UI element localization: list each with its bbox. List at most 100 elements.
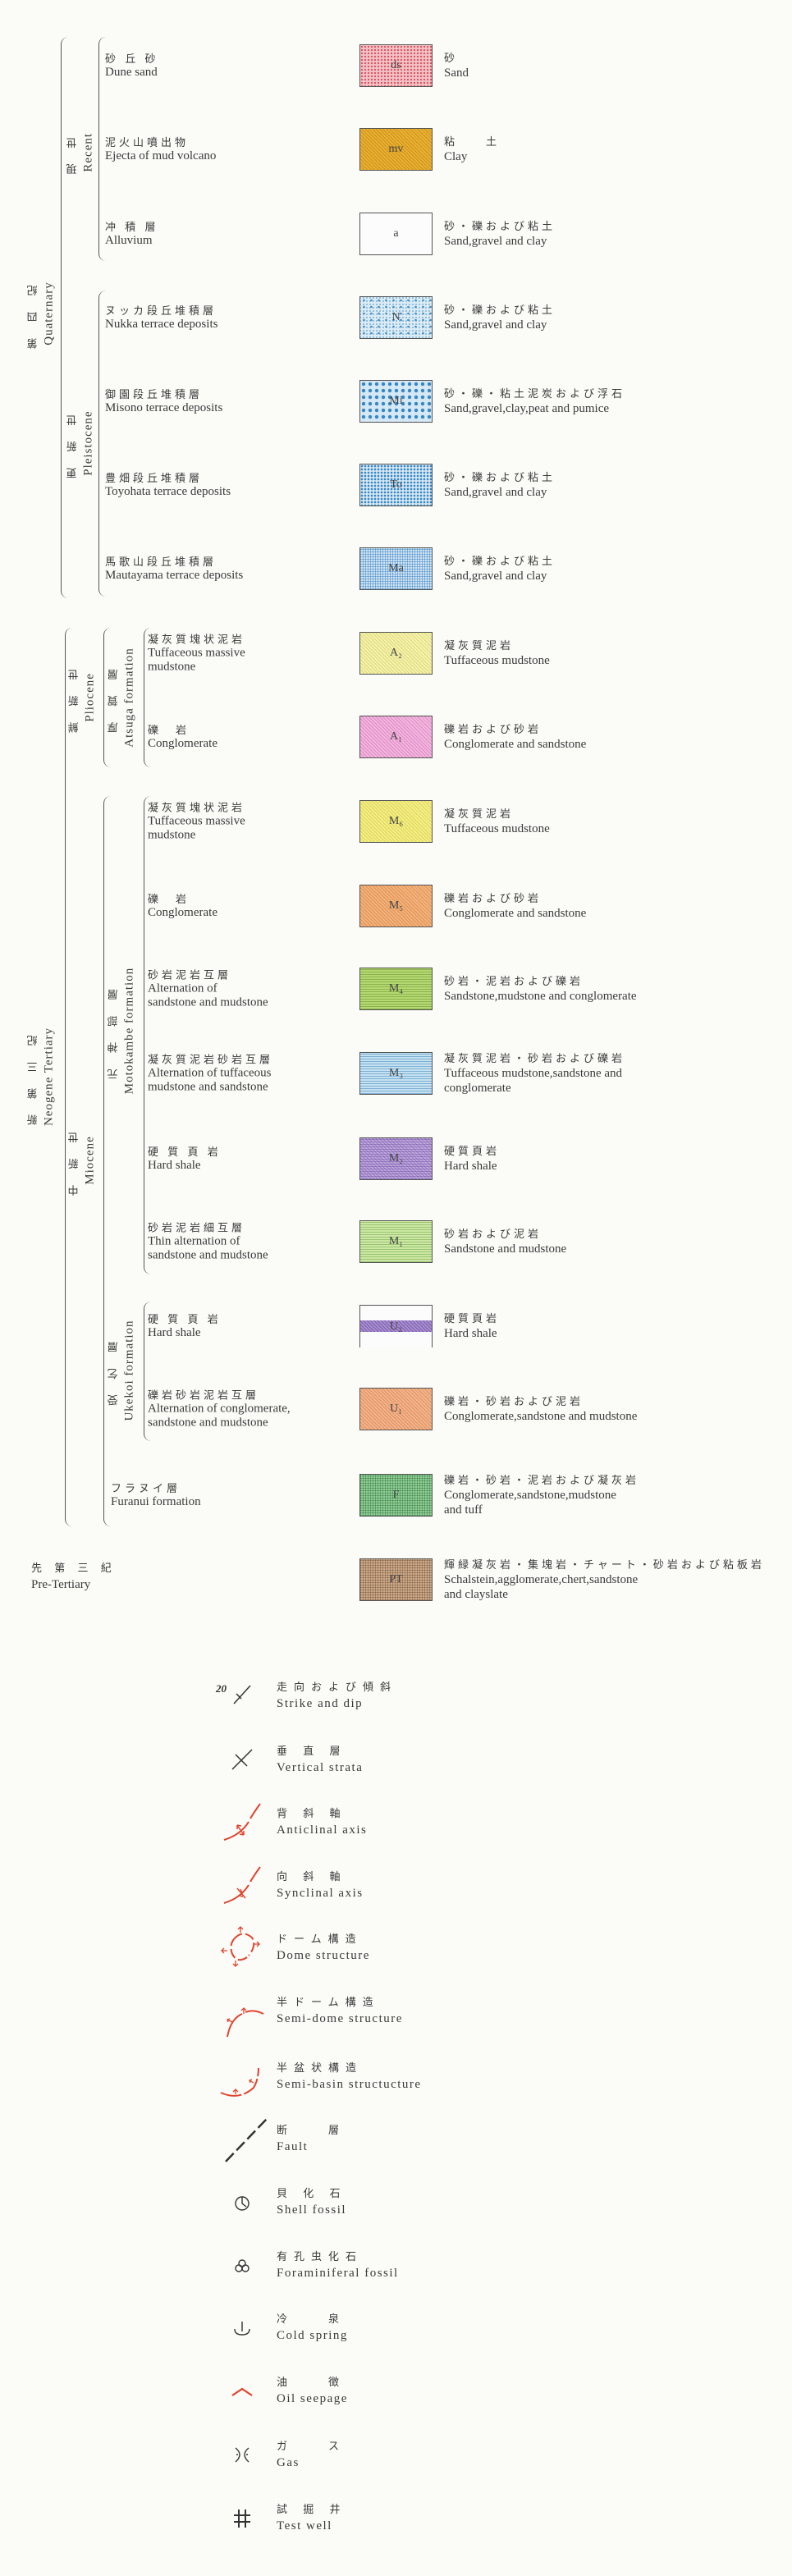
lithology-jp: 凝灰質泥岩 <box>444 808 515 820</box>
unit-symbol: PT <box>389 1573 403 1585</box>
unit-name-en: Conglomerate <box>148 737 217 750</box>
unit-name-en: Hard shale <box>148 1326 201 1339</box>
unit-name-jp: 凝灰質泥岩砂岩互層 <box>148 1053 274 1066</box>
symbol-description: 貝 化 石 Shell fossil <box>277 2185 347 2218</box>
unit-name-en: Ejecta of mud volcano <box>105 149 217 162</box>
anticlinal-axis-icon <box>223 1803 261 1841</box>
unit-name-en: sandstone and mudstone <box>148 1416 268 1430</box>
unit-symbol: M₁ <box>388 1235 404 1247</box>
atsuga-en: Atsuga formation <box>122 647 136 748</box>
unit-name-jp: 御園段丘堆積層 <box>105 388 204 400</box>
unit-name-jp: 礫 岩 <box>148 724 190 736</box>
unit-name-jp: 泥火山噴出物 <box>105 136 190 149</box>
lithology-description: 凝灰質泥岩 Tuffaceous mudstone <box>444 807 789 836</box>
symbol-jp: 向 斜 軸 <box>277 1870 347 1883</box>
unit-symbol: Ma <box>388 562 404 574</box>
hard-shale-band <box>360 1320 432 1332</box>
lithology-jp: 礫岩・砂岩および泥岩 <box>444 1395 584 1407</box>
lithology-en: Sand <box>444 66 469 80</box>
symbol-en: Dome structure <box>277 1949 370 1962</box>
unit-name-jp: 硬 質 頁 岩 <box>148 1146 222 1158</box>
symbol-jp: 走向および傾斜 <box>277 1681 398 1693</box>
pliocene-en: Pliocene <box>83 673 97 722</box>
unit-color-box: M₅ <box>359 885 433 927</box>
lithology-jp: 砂・礫・粘土泥炭および浮石 <box>444 387 626 400</box>
unit-symbol: To <box>390 478 402 491</box>
unit-color-box: M₁ <box>359 1220 433 1263</box>
unit-color-box: To <box>359 464 433 506</box>
pliocene-label: 鮮 新 世 Pliocene <box>66 662 98 733</box>
lithology-en: Clay <box>444 150 468 163</box>
unit-color-box: PT <box>359 1558 433 1601</box>
unit-symbol: M₂ <box>388 1152 404 1164</box>
symbol-en: Anticlinal axis <box>277 1823 368 1837</box>
synclinal-axis-icon <box>223 1866 261 1904</box>
quaternary-label: 第 四 紀 Quaternary <box>25 278 57 349</box>
unit-symbol: M₅ <box>388 899 404 912</box>
unit-symbol: mv <box>388 143 404 155</box>
unit-name-jp: 豊畑段丘堆積層 <box>105 472 204 484</box>
symbol-jp: 貝 化 石 <box>277 2187 347 2199</box>
symbol-jp: 有孔虫化石 <box>277 2250 364 2263</box>
unit-symbol: M₄ <box>388 982 404 995</box>
atsuga-jp: 厚 賀 層 <box>107 662 120 733</box>
lithology-jp: 砂・礫および粘土 <box>444 471 556 483</box>
symbol-jp: 半盆状構造 <box>277 2061 364 2074</box>
miocene-jp: 中 新 世 <box>67 1125 80 1196</box>
symbol-en: Gas <box>277 2456 300 2469</box>
unit-name-jp: 砂岩泥岩細互層 <box>148 1221 246 1234</box>
unit-name-en: Mautayama terrace deposits <box>105 569 244 582</box>
unit-symbol: ds <box>391 59 401 71</box>
unit-symbol: A₂ <box>390 647 402 659</box>
unit-name-jp: 礫 岩 <box>148 893 190 905</box>
lithology-en: Tuffaceous mudstone <box>444 822 550 835</box>
quaternary-brace <box>61 37 68 598</box>
ukekoi-label: 受 乞 層 Ukekoi formation <box>106 1320 138 1421</box>
motokambe-jp: 元 神 部 層 <box>107 982 120 1079</box>
unit-name-jp: 馬歌山段丘堆積層 <box>105 556 217 568</box>
symbol-jp: ガ ス <box>277 2440 346 2452</box>
unit-symbol: N <box>391 311 401 323</box>
lithology-en: conglomerate <box>444 1082 511 1095</box>
symbol-description: ガ ス Gas <box>277 2438 346 2471</box>
pleistocene-brace <box>98 291 106 597</box>
symbol-en: Vertical strata <box>277 1761 364 1774</box>
symbol-jp: 断 層 <box>277 2124 346 2136</box>
symbol-en: Shell fossil <box>277 2203 347 2217</box>
neogene-brace <box>65 628 72 1526</box>
quaternary-en: Quaternary <box>42 281 56 345</box>
symbol-en: Strike and dip <box>277 1697 364 1710</box>
lithology-en: Sand,gravel and clay <box>444 570 547 583</box>
symbol-jp: 試 掘 井 <box>277 2503 347 2515</box>
neogene-jp: 新 第 三 紀 <box>26 1028 39 1125</box>
unit-name-en: Furanui formation <box>111 1495 201 1508</box>
symbol-en: Test well <box>277 2519 332 2533</box>
unit-color-box: Mi <box>359 380 433 423</box>
pliocene-jp: 鮮 新 世 <box>67 662 80 733</box>
symbol-jp: 垂 直 層 <box>277 1745 347 1757</box>
lithology-jp: 礫岩・砂岩・泥岩および凝灰岩 <box>444 1474 640 1486</box>
lithology-en: Conglomerate and sandstone <box>444 907 587 920</box>
semi-dome-structure-icon <box>227 2007 264 2038</box>
unit-symbol: F <box>392 1489 400 1501</box>
unit-color-box: Ma <box>359 547 433 590</box>
lithology-jp: 硬質頁岩 <box>444 1145 501 1157</box>
symbol-jp: 半ドーム構造 <box>277 1996 380 2008</box>
lithology-jp: 砂岩および泥岩 <box>444 1228 542 1240</box>
unit-name-jp: フラヌイ層 <box>111 1482 181 1494</box>
symbol-jp: 冷 泉 <box>277 2313 346 2325</box>
